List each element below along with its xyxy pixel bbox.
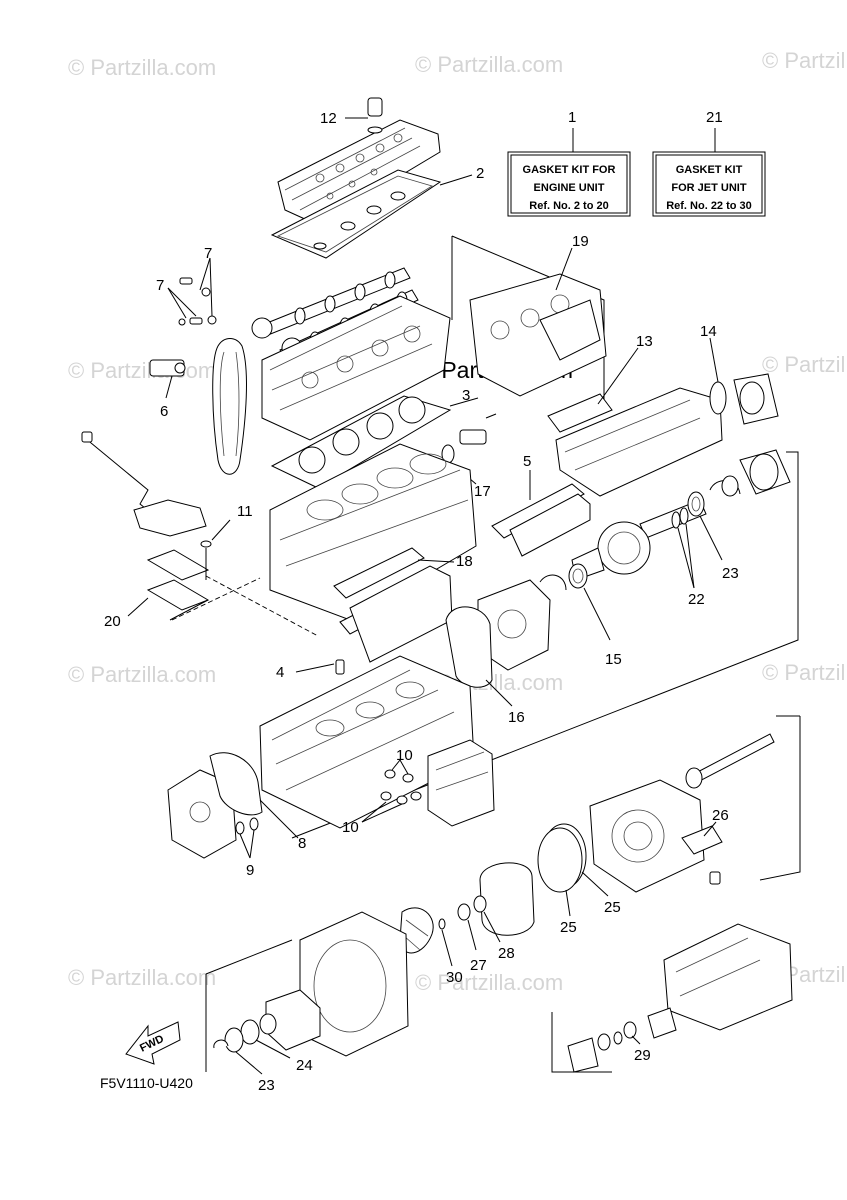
watermark-text: © Partzilla.com [415,52,563,77]
exhaust-elbow [733,373,779,425]
jet-pump-housing [589,779,705,893]
callout-23-lower: 23 [258,1077,275,1094]
callout-12: 12 [320,110,337,127]
watermark-text: © Partzilla.com [762,48,847,73]
cylinder-head [261,295,451,441]
callout-17: 17 [474,483,491,500]
seal-28 [473,895,487,913]
diagram-code: F5V1110-U420 [100,1075,193,1091]
callout-26: 26 [712,807,729,824]
callout-25b: 25 [560,919,577,936]
callout-7: 7 [204,245,212,262]
callout-21: 21 [706,109,723,126]
nozzle-fittings [567,1007,677,1073]
callout-24: 24 [296,1057,313,1074]
callout-14: 14 [700,323,717,340]
callout-13: 13 [636,333,653,350]
exhaust-pipe [555,387,723,497]
exhaust-gasket-14 [709,381,727,415]
watermark-text: © Partzilla.com [762,352,847,377]
kit-engine-line2: ENGINE UNIT [534,182,605,194]
oil-filler-cap [367,97,383,134]
intake-housing [299,911,409,1057]
gasket-kit-engine-box: GASKET KIT FOR ENGINE UNIT Ref. No. 2 to… [507,151,631,217]
oil-pump [427,739,495,827]
o-ring-9b [249,817,259,831]
o-ring-9a [235,821,245,835]
callout-18: 18 [456,553,473,570]
watermark-text: © Partzilla.com [68,55,216,80]
kit-jet-line2: FOR JET UNIT [671,182,746,194]
callout-7b: 7 [156,277,164,294]
callout-9: 9 [246,862,254,879]
dowel-pin-4 [335,659,345,675]
callout-4: 4 [276,664,284,681]
o-ring-11 [200,540,212,548]
tensioner-bolts [178,277,217,326]
gasket-26 [681,825,723,885]
callout-2: 2 [476,165,484,182]
callout-22: 22 [688,591,705,608]
oil-seal-15 [568,563,588,589]
callout-16: 16 [508,709,525,726]
callout-10: 10 [396,747,413,764]
exhaust-manifold [469,273,607,397]
cylinder-head-gasket [270,395,452,489]
callout-23: 23 [722,565,739,582]
watermark-text: © Partzilla.com [68,965,216,990]
gasket-kit-jet-box: GASKET KIT FOR JET UNIT Ref. No. 22 to 3… [652,151,766,217]
callout-28: 28 [498,945,515,962]
callout-25: 25 [604,899,621,916]
oil-seal-23-lower [224,1027,244,1053]
callout-6: 6 [160,403,168,420]
callout-20: 20 [104,613,121,630]
callout-15: 15 [605,651,622,668]
kit-jet-line3: Ref. No. 22 to 30 [666,200,752,212]
bearing-housing [739,449,791,495]
thermostat-assembly [441,413,497,464]
callout-8: 8 [298,835,306,852]
callout-29: 29 [634,1047,651,1064]
callout-30: 30 [446,969,463,986]
callout-3: 3 [462,387,470,404]
callout-27: 27 [470,957,487,974]
seal-24a [259,1013,277,1035]
kit-jet-line1: GASKET KIT [676,164,743,176]
oil-seal-23 [687,491,705,517]
fwd-arrow-icon: FWD [125,1021,181,1065]
callout-19: 19 [572,233,589,250]
watermark-text: © Partzilla.com [68,662,216,687]
callout-5: 5 [523,453,531,470]
cover-gasket-5 [491,483,585,539]
watermark-text: © Partzilla.com [415,970,563,995]
o-ring-29 [623,1021,637,1039]
o-ring-30 [438,918,446,930]
callout-1: 1 [568,109,576,126]
impeller-liner [479,862,535,936]
watermark-group: © Partzilla.com © Partzilla.com © Partzi… [68,48,847,995]
callout-11: 11 [237,503,253,520]
exhaust-gasket-13 [547,393,613,433]
o-ring-22b [679,507,689,525]
chain-tensioner [149,359,186,377]
valve-cover-gasket [270,169,442,259]
kit-engine-line1: GASKET KIT FOR [523,164,616,176]
kit-engine-line3: Ref. No. 2 to 20 [529,200,608,212]
drive-shaft [685,733,775,789]
exhaust-cover [509,493,591,557]
breather-plate-20 [146,549,210,611]
watermark-text: © Partzilla.com [762,660,847,685]
seal-27 [457,903,471,921]
timing-chain [212,338,247,475]
jet-nozzle [663,923,793,1031]
cover-gasket-8 [209,752,263,816]
watermark-text: © Partzilla.com [68,358,216,383]
valve-cover [277,119,441,226]
callout-10b: 10 [342,819,359,836]
o-ring-22a [671,511,681,529]
liner-rings-25 [537,823,587,893]
